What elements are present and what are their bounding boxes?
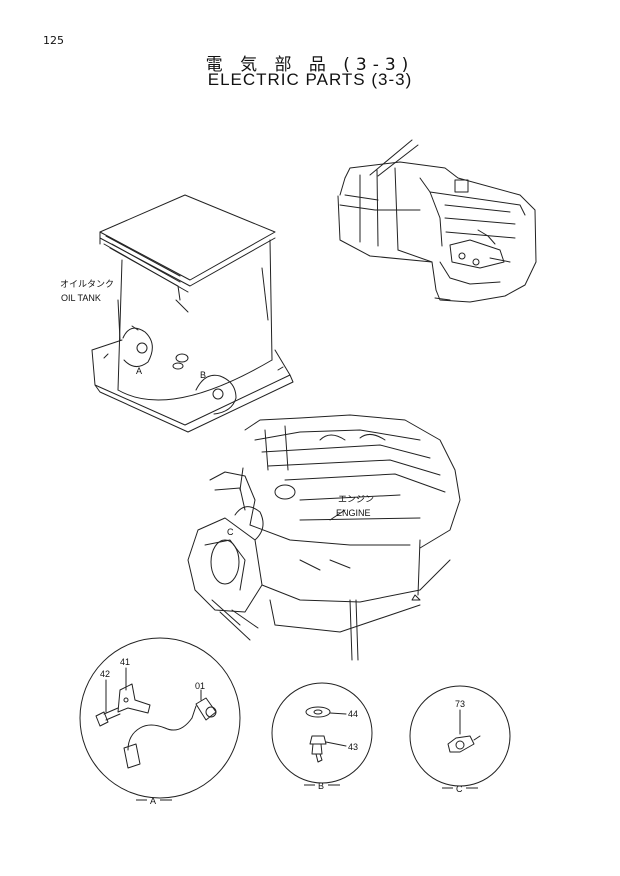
- engine-illustration: [187, 414, 461, 661]
- engine-label-en: ENGINE: [336, 508, 371, 518]
- detail-b: [271, 682, 373, 784]
- part-number-42: 42: [100, 669, 110, 679]
- excavator-illustration: [337, 139, 537, 303]
- oil-tank-illustration: [91, 194, 294, 433]
- oil-tank-point-b: B: [200, 370, 206, 380]
- oil-tank-label-en: OIL TANK: [61, 293, 101, 303]
- page-title-english: ELECTRIC PARTS (3-3): [207, 70, 413, 89]
- part-number-73: 73: [455, 699, 465, 709]
- part-number-44: 44: [348, 709, 358, 719]
- part-number-43: 43: [348, 742, 358, 752]
- part-number-01: 01: [195, 681, 205, 691]
- detail-c-label: C: [456, 784, 463, 794]
- engine-label-jp: エンジン: [338, 494, 374, 504]
- detail-b-label: B: [318, 781, 324, 791]
- part-number-41: 41: [120, 657, 130, 667]
- detail-a-label: A: [150, 796, 156, 806]
- page-number: 125: [43, 34, 64, 47]
- oil-tank-label-jp: オイルタンク: [60, 279, 114, 289]
- detail-c: [409, 685, 511, 787]
- detail-a: [79, 637, 241, 799]
- page-title-japanese: 電 気 部 品 (3-3): [205, 55, 415, 75]
- oil-tank-point-a: A: [136, 366, 142, 376]
- engine-point-c: C: [227, 527, 234, 537]
